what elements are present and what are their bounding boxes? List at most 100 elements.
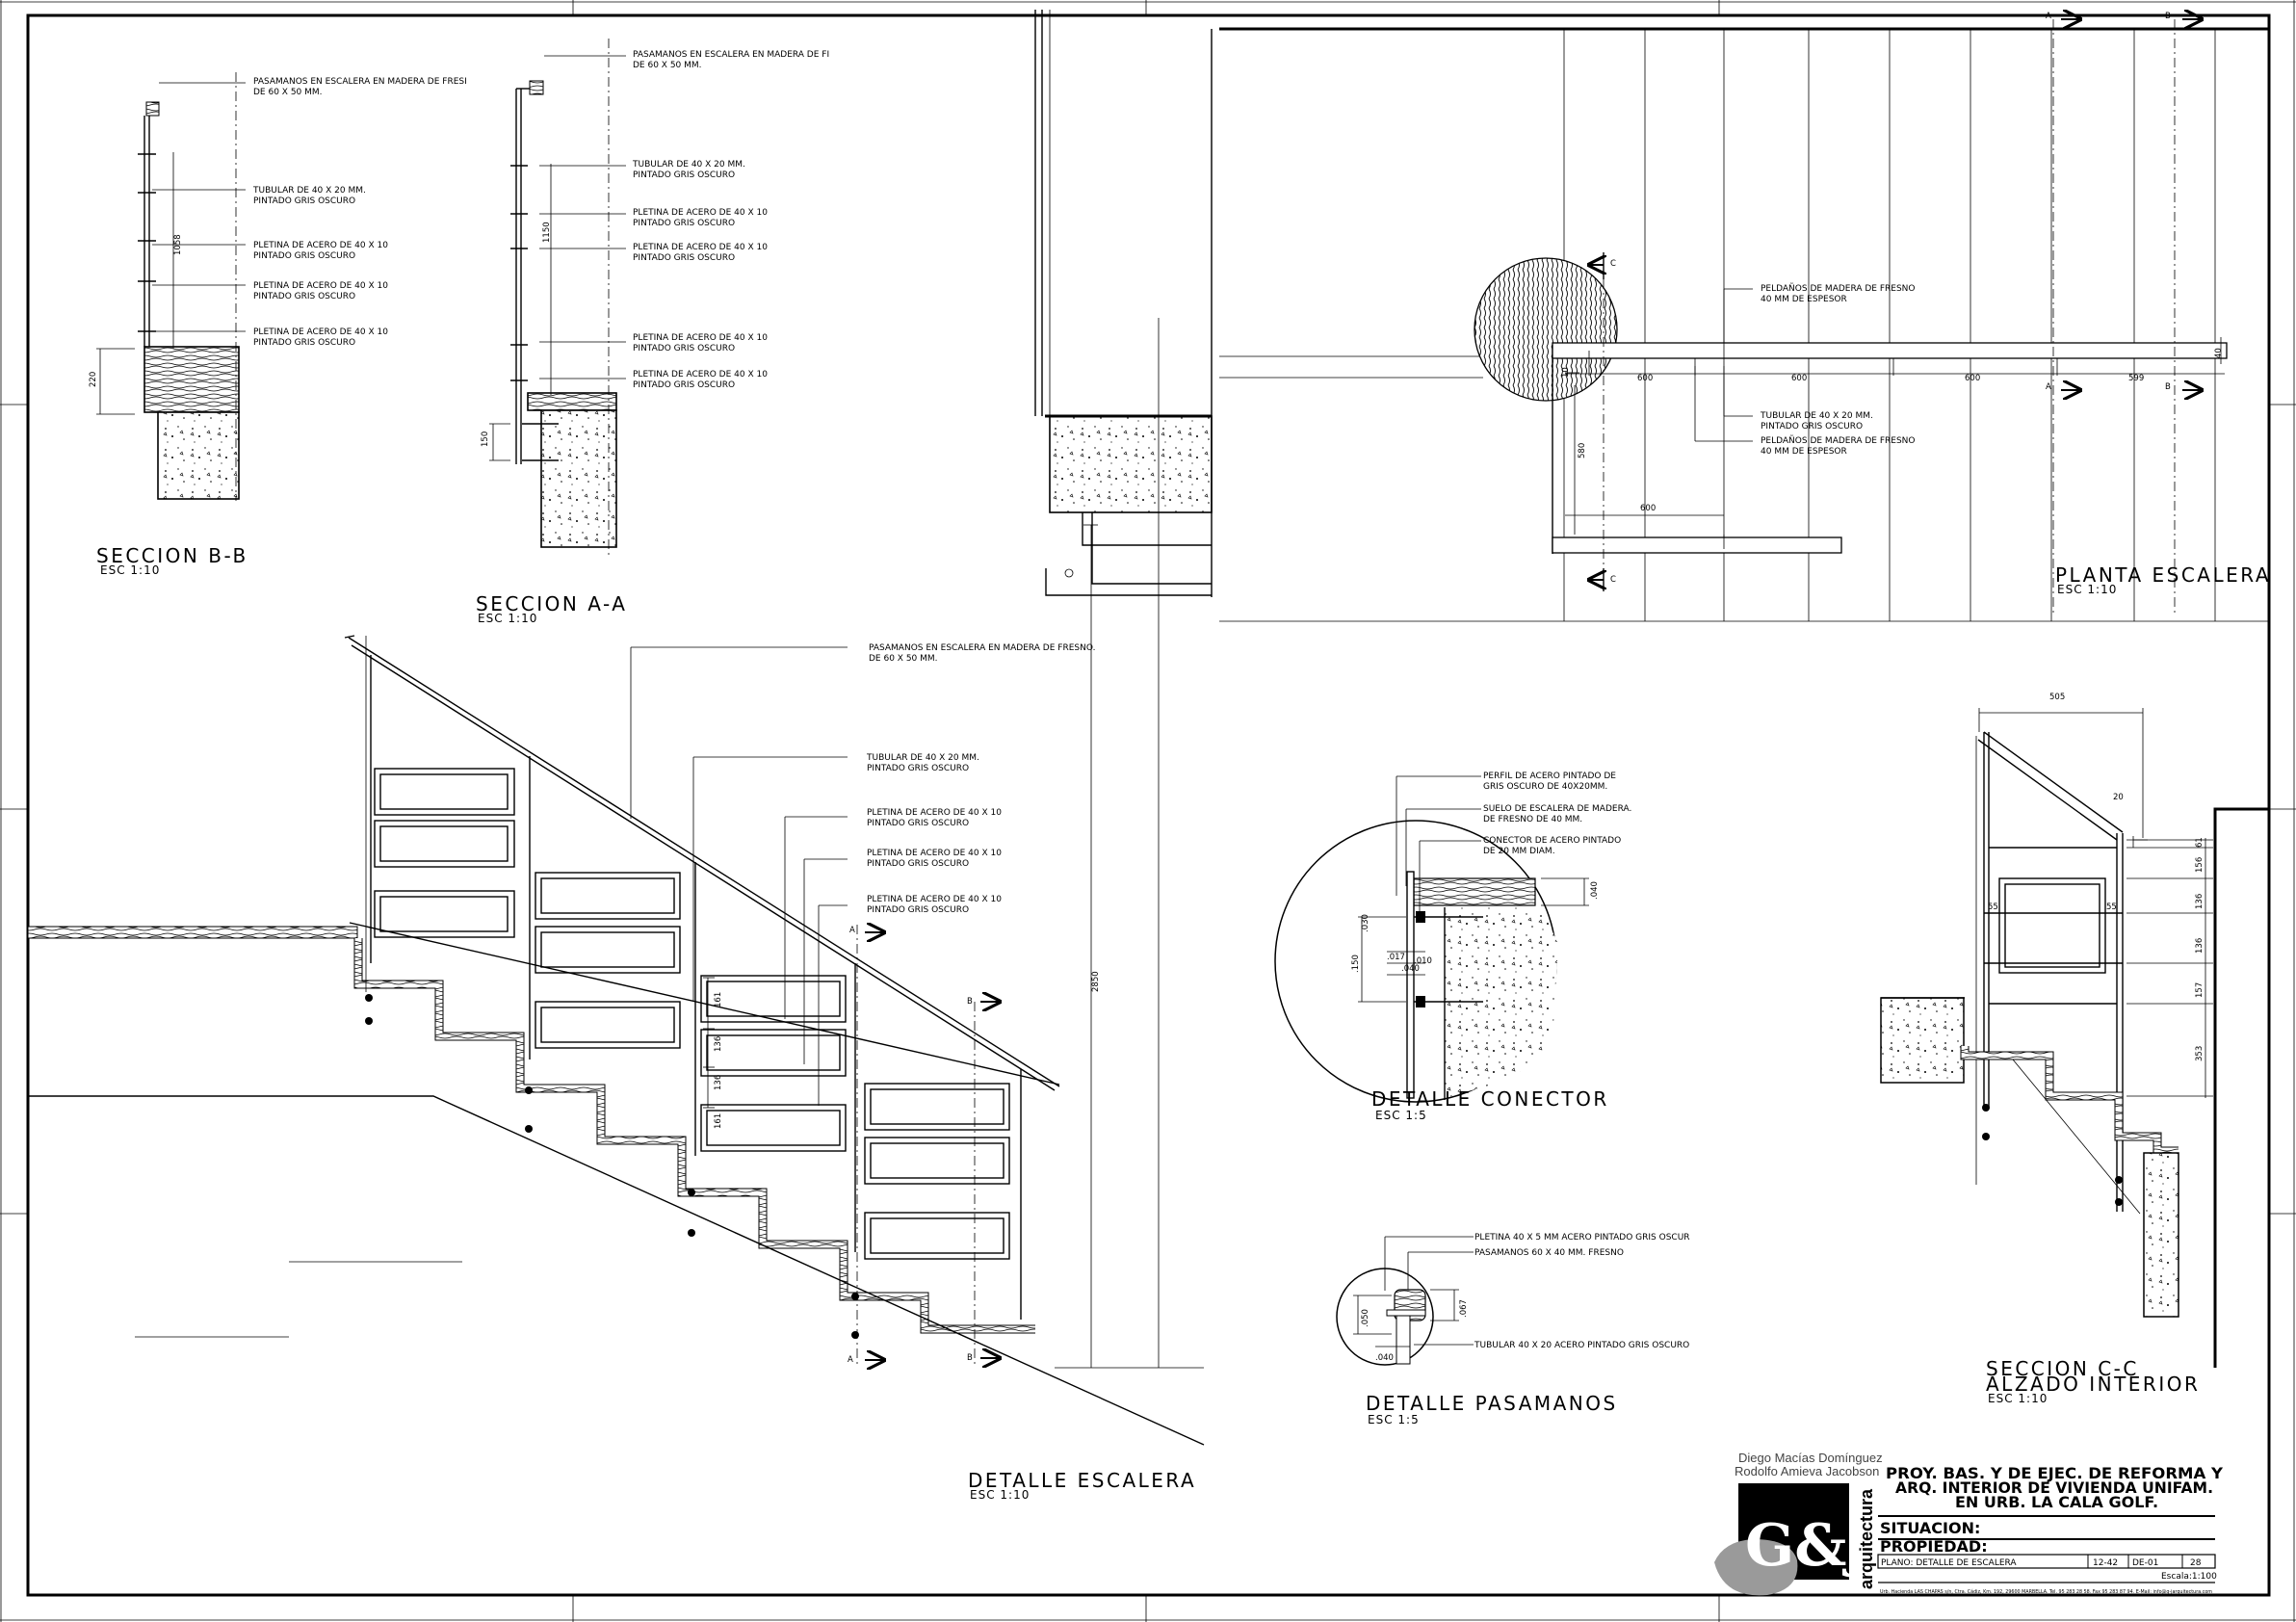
svg-text:599: 599 (2128, 374, 2144, 383)
svg-text:PLETINA DE ACERO DE 40 X 10: PLETINA DE ACERO DE 40 X 10 (867, 808, 1002, 818)
svg-text:Rodolfo Amieva Jacobson: Rodolfo Amieva Jacobson (1735, 1464, 1879, 1478)
svg-text:ARQ. INTERIOR DE VIVIENDA UNIF: ARQ. INTERIOR DE VIVIENDA UNIFAM. (1895, 1478, 2213, 1497)
cc-dim-505: 505 (2049, 693, 2065, 702)
pl-marker-a-bottom: A (2046, 382, 2051, 392)
svg-text:DETALLE ESCALERA: DETALLE ESCALERA (968, 1469, 1196, 1492)
svg-text:TUBULAR DE 40 X 20 MM.: TUBULAR DE 40 X 20 MM. (1760, 411, 1873, 421)
dc-dim-030: .030 (1361, 914, 1370, 932)
svg-text:PASAMANOS 60 X 40 MM. FRESNO: PASAMANOS 60 X 40 MM. FRESNO (1474, 1248, 1624, 1258)
de-dim-136b: 136 (714, 1075, 723, 1090)
bb-label-1b: DE 60 X 50 MM. (253, 88, 323, 97)
seccion-aa-labels: PASAMANOS EN ESCALERA EN MADERA DE FI DE… (476, 50, 829, 625)
title-block: Diego Macías Domínguez Rodolfo Amieva Ja… (1714, 1451, 2223, 1596)
scale-note: Escala:1:100 (2161, 1572, 2217, 1582)
dc-label-1a: PERFIL DE ACERO PINTADO DE (1483, 772, 1616, 781)
aa-label-6a: PLETINA DE ACERO DE 40 X 10 (633, 370, 768, 379)
aa-label-1b: DE 60 X 50 MM. (633, 61, 702, 70)
pl-marker-a-top: A (2046, 12, 2051, 21)
bb-label-5a: PLETINA DE ACERO DE 40 X 10 (253, 327, 388, 337)
de-label-2a: TUBULAR DE 40 X 20 MM. (866, 753, 979, 763)
cc-dim-156: 156 (2195, 857, 2205, 873)
svg-text:PLANTA ESCALERA: PLANTA ESCALERA (2055, 563, 2271, 587)
svg-text:TUBULAR DE 40 X 20 MM.: TUBULAR DE 40 X 20 MM. (252, 186, 366, 196)
aa-dim-1150: 1150 (542, 222, 552, 243)
dp-label-1: PLETINA 40 X 5 MM ACERO PINTADO GRIS OSC… (1474, 1233, 1690, 1243)
svg-text:40 MM DE ESPESOR: 40 MM DE ESPESOR (1761, 295, 1847, 304)
sheet-code: 12-42 (2093, 1558, 2118, 1568)
seccion-cc-labels: 505 20 55 55 61 156 136 136 157 353 SECC… (1986, 693, 2205, 1405)
detalle-escalera-labels: PASAMANOS EN ESCALERA EN MADERA DE FRESN… (714, 643, 1196, 1502)
dc-dim-150: .150 (1351, 955, 1361, 973)
svg-text:ESC 1:10: ESC 1:10 (100, 563, 160, 577)
svg-text:PLETINA DE ACERO DE 40 X 10: PLETINA DE ACERO DE 40 X 10 (633, 208, 768, 218)
detalle-pasamanos-title: DETALLE PASAMANOS (1366, 1392, 1618, 1415)
svg-text:C: C (1610, 575, 1616, 585)
logo-letters: G&J (1745, 1512, 1874, 1580)
bb-label-5b: PINTADO GRIS OSCURO (253, 338, 355, 348)
svg-text:.150: .150 (1351, 955, 1361, 973)
svg-text:161: 161 (714, 992, 723, 1007)
bb-dim-1058: 1058 (173, 234, 183, 255)
svg-text:PINTADO GRIS OSCURO: PINTADO GRIS OSCURO (633, 219, 735, 228)
detalle-pasamanos-scale: ESC 1:5 (1368, 1413, 1420, 1426)
firm-address: Urb. Hacienda LAS CHAPAS s/n, Ctra. Cádi… (1880, 1588, 2212, 1595)
svg-text:ESC 1:10: ESC 1:10 (478, 612, 537, 625)
architect-name-1: Diego Macías Domínguez (1738, 1451, 1883, 1465)
detalle-escalera-scale: ESC 1:10 (970, 1488, 1030, 1502)
svg-text:PINTADO GRIS OSCURO: PINTADO GRIS OSCURO (867, 905, 969, 915)
cc-dim-157: 157 (2195, 982, 2205, 998)
de-label-1a: PASAMANOS EN ESCALERA EN MADERA DE FRESN… (869, 643, 1095, 653)
de-dim-161a: 161 (714, 992, 723, 1007)
planta-escalera-labels: PELDAÑOS DE MADERA DE FRESNO 40 MM DE ES… (1561, 12, 2271, 596)
svg-text:DE 60 X 50 MM.: DE 60 X 50 MM. (253, 88, 323, 97)
svg-text:156: 156 (2195, 857, 2205, 873)
svg-text:28: 28 (2190, 1558, 2202, 1568)
pl-label-1a: PELDAÑOS DE MADERA DE FRESNO (1761, 283, 1916, 294)
svg-text:136: 136 (2195, 894, 2205, 909)
svg-text:136: 136 (714, 1075, 723, 1090)
svg-text:TUBULAR 40 X 20 ACERO PINTADO: TUBULAR 40 X 20 ACERO PINTADO GRIS OSCUR… (1474, 1341, 1689, 1350)
bb-label-4a: PLETINA DE ACERO DE 40 X 10 (253, 281, 388, 291)
svg-text:150: 150 (481, 432, 490, 447)
svg-text:PLETINA DE ACERO DE 40 X 10: PLETINA DE ACERO DE 40 X 10 (867, 895, 1002, 904)
svg-text:Diego Macías Domínguez: Diego Macías Domínguez (1738, 1451, 1883, 1465)
svg-text:DE-01: DE-01 (2132, 1558, 2158, 1568)
svg-text:PLETINA DE ACERO DE 40 X 10: PLETINA DE ACERO DE 40 X 10 (633, 333, 768, 343)
de-label-5a: PLETINA DE ACERO DE 40 X 10 (867, 895, 1002, 904)
aa-label-1a: PASAMANOS EN ESCALERA EN MADERA DE FI (633, 50, 829, 60)
wall-slab-section (1034, 10, 1213, 1369)
planta-title: PLANTA ESCALERA (2055, 563, 2271, 587)
svg-text:PLETINA DE ACERO DE 40 X 10: PLETINA DE ACERO DE 40 X 10 (253, 281, 388, 291)
svg-text:EN URB. LA CALA GOLF.: EN URB. LA CALA GOLF. (1955, 1493, 2158, 1511)
pl-dim-599: 599 (2128, 374, 2144, 383)
svg-text:TUBULAR DE 40 X 20 MM.: TUBULAR DE 40 X 20 MM. (866, 753, 979, 763)
pl-label-2b: PINTADO GRIS OSCURO (1761, 422, 1863, 432)
planta-scale: ESC 1:10 (2057, 583, 2117, 596)
cc-dim-20: 20 (2113, 793, 2124, 802)
svg-text:DETALLE CONECTOR: DETALLE CONECTOR (1371, 1087, 1609, 1111)
svg-text:B: B (2165, 382, 2171, 392)
svg-text:55: 55 (2106, 903, 2117, 912)
svg-text:PINTADO GRIS OSCURO: PINTADO GRIS OSCURO (867, 764, 969, 773)
dc-label-3b: DE 20 MM DIAM. (1483, 847, 1555, 856)
svg-text:12-42: 12-42 (2093, 1558, 2118, 1568)
aa-label-2b: PINTADO GRIS OSCURO (633, 170, 735, 180)
detalle-conector-title: DETALLE CONECTOR (1371, 1087, 1609, 1111)
dc-label-2b: DE FRESNO DE 40 MM. (1483, 815, 1582, 824)
svg-text:PINTADO GRIS OSCURO: PINTADO GRIS OSCURO (253, 292, 355, 301)
svg-text:PLETINA DE ACERO DE 40 X 10: PLETINA DE ACERO DE 40 X 10 (867, 849, 1002, 858)
svg-text:.030: .030 (1361, 914, 1370, 932)
svg-text:1150: 1150 (542, 222, 552, 243)
bb-label-3b: PINTADO GRIS OSCURO (253, 251, 355, 261)
aa-label-5a: PLETINA DE ACERO DE 40 X 10 (633, 333, 768, 343)
pl-label-1b: 40 MM DE ESPESOR (1761, 295, 1847, 304)
svg-text:PLETINA DE ACERO DE 40 X 10: PLETINA DE ACERO DE 40 X 10 (633, 243, 768, 252)
bb-label-3a: PLETINA DE ACERO DE 40 X 10 (253, 241, 388, 250)
dp-label-3: TUBULAR 40 X 20 ACERO PINTADO GRIS OSCUR… (1474, 1341, 1689, 1350)
svg-text:ESC 1:5: ESC 1:5 (1368, 1413, 1420, 1426)
aa-label-4a: PLETINA DE ACERO DE 40 X 10 (633, 243, 768, 252)
de-dim-2850: 2850 (1091, 971, 1101, 992)
svg-text:PROY. BAS. Y DE EJEC. DE REFOR: PROY. BAS. Y DE EJEC. DE REFORMA Y (1886, 1464, 2223, 1482)
pl-dim-600-4: 600 (1640, 504, 1656, 513)
detalle-conector-scale: ESC 1:5 (1375, 1109, 1427, 1122)
